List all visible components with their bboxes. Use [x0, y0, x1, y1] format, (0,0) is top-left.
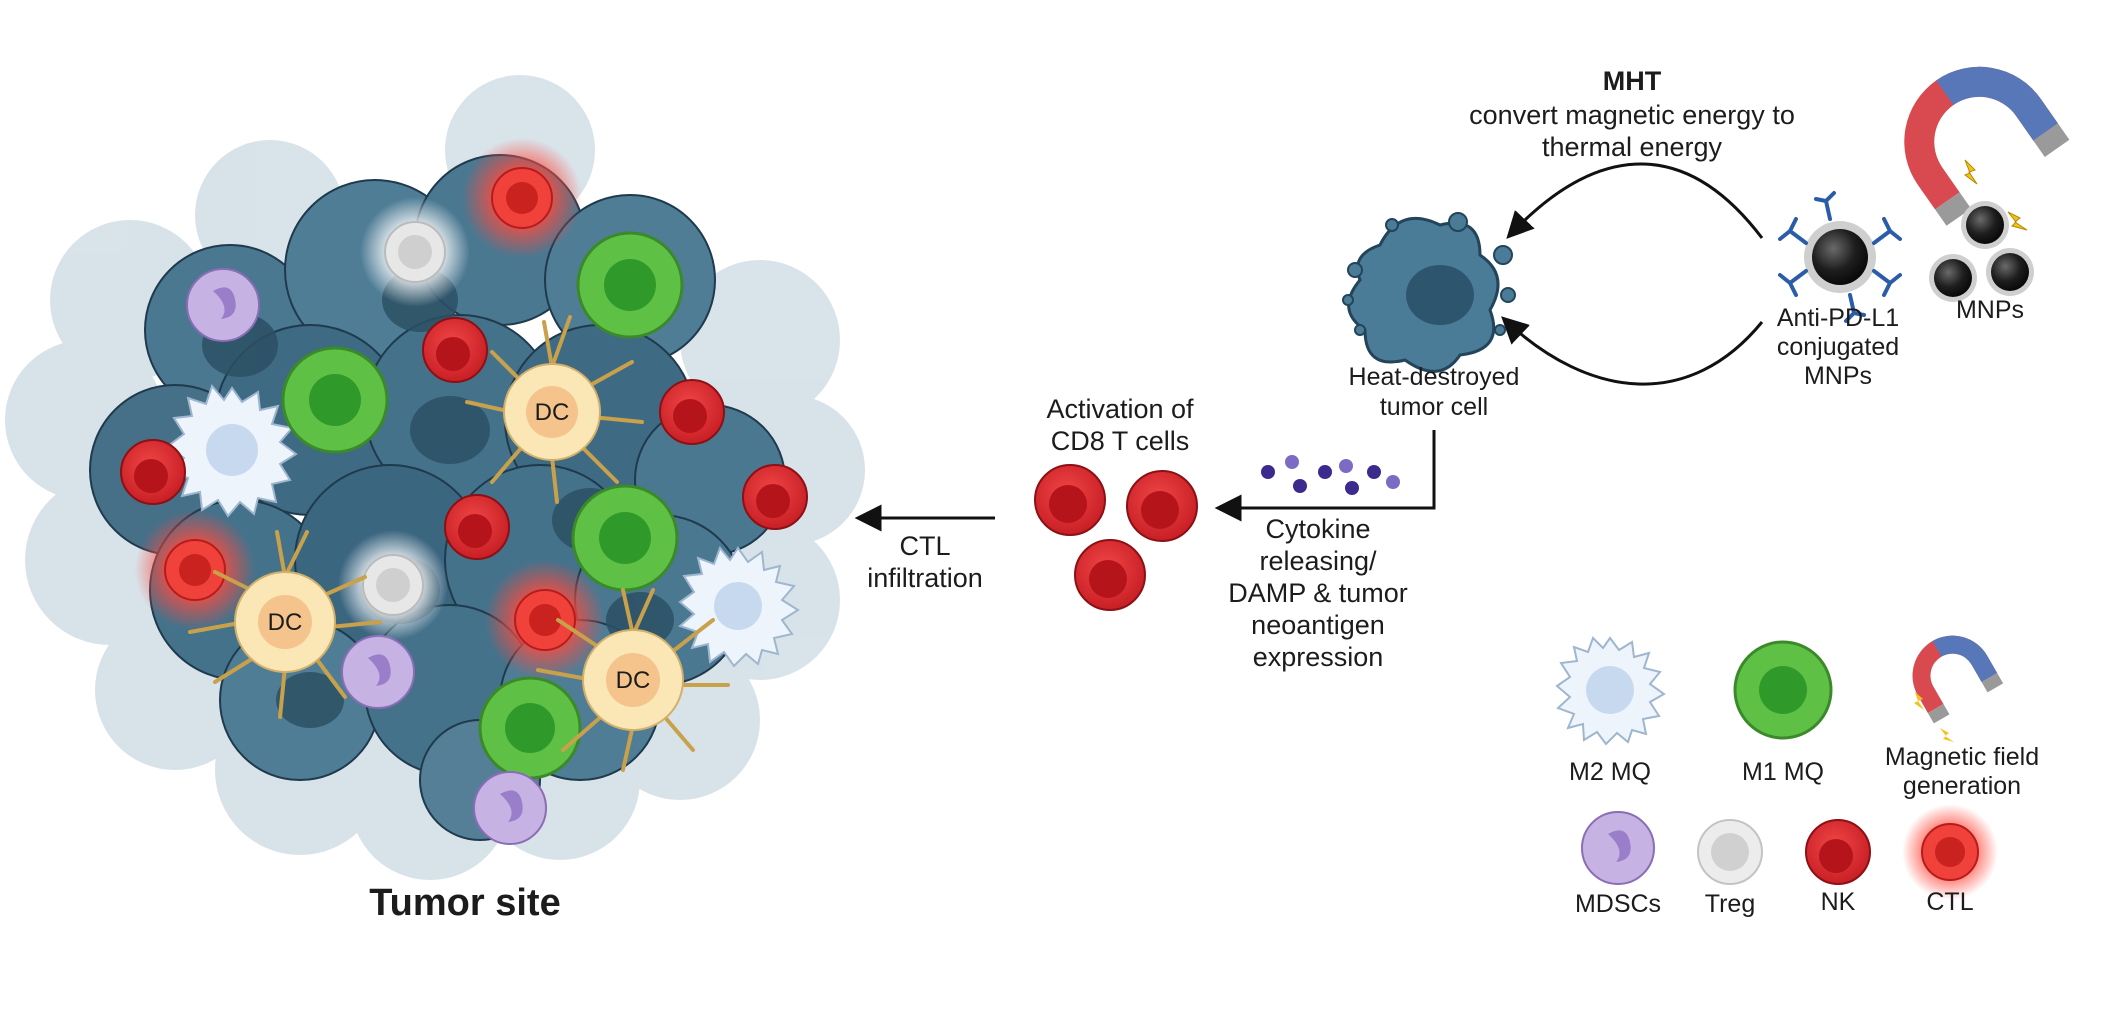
legend-magnet-line2: generation	[1903, 772, 2021, 800]
legend-mdsc-label: MDSCs	[1575, 890, 1661, 918]
heat-destroyed-line2: tumor cell	[1380, 393, 1488, 421]
cytokine-label: Cytokine releasing/ DAMP & tumor neoanti…	[1228, 514, 1408, 672]
mht-line2: thermal energy	[1542, 132, 1723, 162]
tumor-site-title: Tumor site	[369, 882, 560, 924]
dc-label-2: DC	[268, 609, 303, 636]
heat-destroyed-line1: Heat-destroyed	[1349, 363, 1520, 391]
heat-destroyed-tumor-cell	[1342, 212, 1516, 373]
ctl-infiltration-line2: infiltration	[867, 563, 983, 593]
tumor-site-cluster: DC DC DC	[5, 75, 865, 880]
cytokine-line1: Cytokine	[1265, 514, 1370, 544]
mht-heading: MHT	[1603, 66, 1662, 96]
anti-pdl1-label: Anti-PD-L1 conjugated MNPs	[1777, 304, 1899, 390]
magnet-large	[1904, 66, 2070, 226]
treg-cells	[338, 197, 470, 640]
cytokine-line2: releasing/	[1259, 546, 1377, 576]
flow-arrows	[854, 162, 1764, 532]
mht-label: MHT convert magnetic energy to thermal e…	[1469, 66, 1795, 162]
legend: M2 MQ M1 MQ Magnetic field generation MD…	[1555, 635, 2039, 918]
cytokine-line5: expression	[1253, 642, 1384, 672]
legend-m2-label: M2 MQ	[1569, 758, 1651, 786]
activation-label: Activation of CD8 T cells	[1046, 394, 1194, 456]
anti-pdl1-line2: conjugated	[1777, 333, 1899, 361]
legend-ctl-icon	[1902, 804, 1998, 900]
activation-line1: Activation of	[1046, 394, 1194, 424]
nk-cells	[120, 317, 808, 560]
cytokine-line3: DAMP & tumor	[1228, 578, 1408, 608]
legend-m2-icon	[1555, 636, 1666, 746]
legend-spark-icons	[1914, 692, 1954, 742]
legend-magnet-line1: Magnetic field	[1885, 743, 2039, 771]
legend-ctl-label: CTL	[1926, 888, 1973, 916]
legend-mdsc-icon	[1581, 811, 1655, 885]
m1-macrophage-cells	[281, 231, 684, 780]
heat-destroyed-label: Heat-destroyed tumor cell	[1349, 363, 1520, 421]
dc-label-3: DC	[616, 667, 651, 694]
cd8-t-cells	[1034, 464, 1198, 611]
anti-pdl1-mnp	[1778, 191, 1902, 323]
ctl-infiltration-line1: CTL	[899, 531, 950, 561]
ctl-cells	[135, 138, 605, 680]
legend-nk-label: NK	[1821, 888, 1856, 916]
dc-label-1: DC	[535, 399, 570, 426]
legend-magnet-icon	[1912, 635, 2004, 724]
mht-top-arrow	[1506, 162, 1764, 239]
dendritic-cells	[188, 315, 730, 772]
mht-line1: convert magnetic energy to	[1469, 100, 1795, 130]
legend-treg-label: Treg	[1705, 890, 1755, 918]
legend-treg-icon	[1697, 819, 1763, 885]
anti-pdl1-line1: Anti-PD-L1	[1777, 304, 1899, 332]
cytokine-dots	[1261, 455, 1400, 495]
legend-m1-label: M1 MQ	[1742, 758, 1824, 786]
ctl-infiltration-label: CTL infiltration	[867, 531, 983, 593]
cytokine-arrow	[1214, 430, 1436, 522]
mdsc-cells	[186, 268, 547, 845]
mht-bottom-arrow	[1501, 316, 1764, 386]
cytokine-line4: neoantigen	[1251, 610, 1385, 640]
m2-macrophage-cells	[166, 384, 800, 668]
mnps-label: MNPs	[1956, 296, 2024, 324]
spark-icons-large	[1963, 159, 2028, 231]
mnp-particles	[1929, 201, 2034, 302]
legend-m1-icon	[1733, 640, 1833, 740]
activation-line2: CD8 T cells	[1051, 426, 1190, 456]
anti-pdl1-line3: MNPs	[1804, 362, 1872, 390]
legend-nk-icon	[1805, 819, 1871, 885]
